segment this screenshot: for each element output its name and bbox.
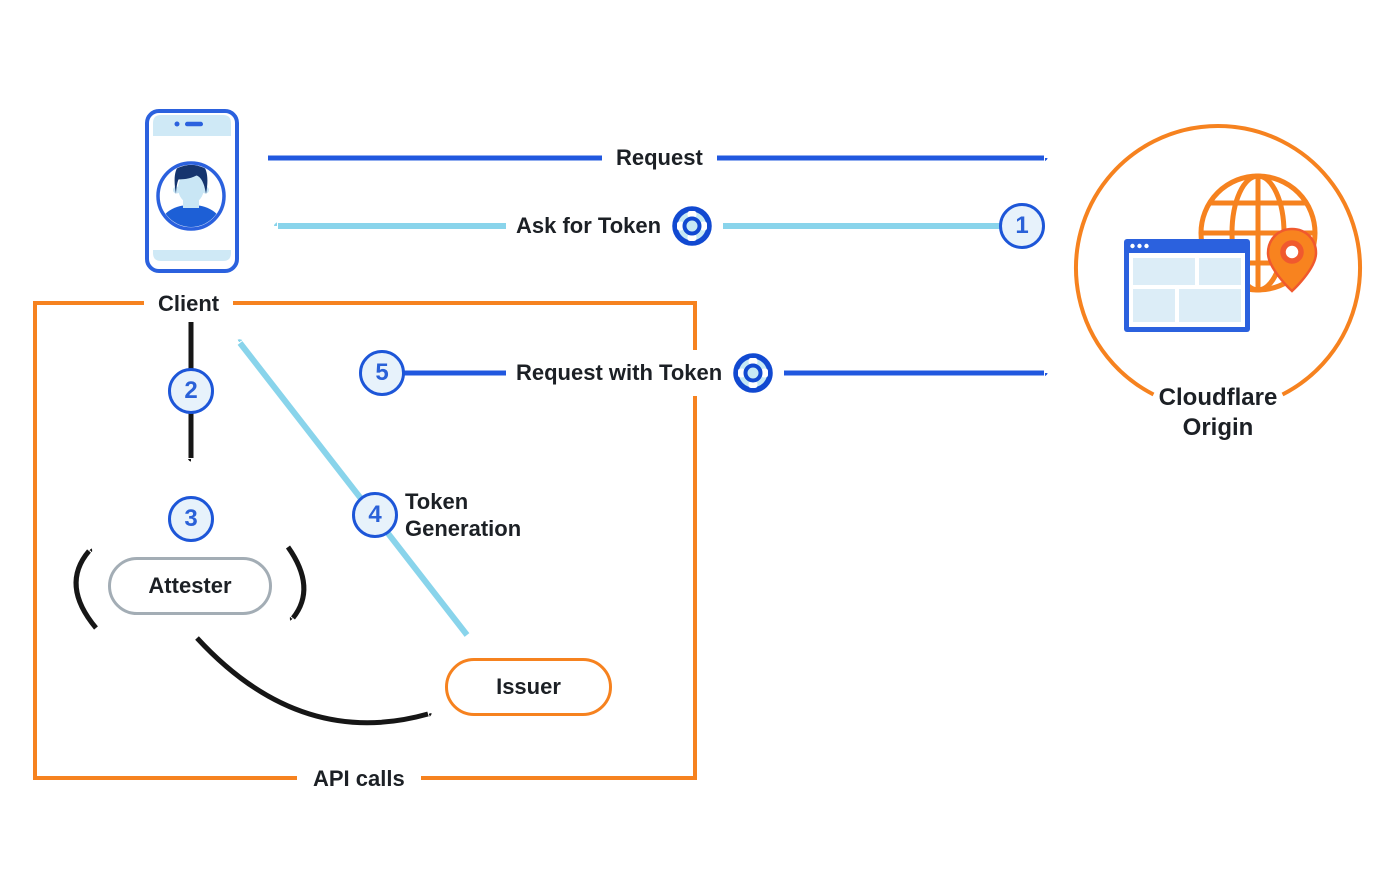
token-icon xyxy=(672,206,712,246)
location-pin-icon xyxy=(1266,227,1318,293)
step-1-number: 1 xyxy=(1015,212,1029,239)
token-generation-line2: Generation xyxy=(405,516,522,541)
client-node-label: Client xyxy=(144,288,234,320)
attester-loop-right-arrow xyxy=(285,545,307,618)
mobile-user-icon xyxy=(145,109,239,273)
ask-for-token-label-text: Ask for Token xyxy=(516,213,662,238)
step-2-number: 2 xyxy=(184,377,198,404)
step-circle-4: 4 xyxy=(352,492,398,538)
cloudflare-origin-line1: Cloudflare xyxy=(1158,384,1278,411)
api-calls-label: API calls xyxy=(297,763,421,795)
attester-node: Attester xyxy=(108,557,272,615)
api-calls-label-text: API calls xyxy=(313,766,405,791)
cloudflare-origin-line2: Origin xyxy=(1182,414,1254,441)
browser-window-icon xyxy=(1124,239,1250,332)
request-label-text: Request xyxy=(616,145,703,170)
issuer-node: Issuer xyxy=(445,658,612,716)
step-circle-3: 3 xyxy=(168,496,214,542)
token-generation-line1: Token xyxy=(405,489,469,514)
step-circle-1: 1 xyxy=(999,203,1045,249)
step-4-number: 4 xyxy=(368,501,382,528)
attester-to-issuer-arrow xyxy=(195,636,428,723)
request-with-token-arrow-label: Request with Token xyxy=(506,350,785,396)
request-with-token-label-text: Request with Token xyxy=(516,360,723,385)
issuer-label-text: Issuer xyxy=(496,674,561,699)
token-generation-arrow xyxy=(240,343,470,637)
cloudflare-origin-label: Cloudflare Origin xyxy=(1118,383,1318,443)
token-icon xyxy=(733,353,773,393)
attester-label-text: Attester xyxy=(148,573,232,598)
request-arrow-label: Request xyxy=(602,142,717,174)
token-generation-label: Token Generation xyxy=(405,488,521,542)
cloudflare-origin-circle xyxy=(1074,124,1362,397)
ask-for-token-arrow-label: Ask for Token xyxy=(506,203,724,249)
step-circle-5: 5 xyxy=(359,350,405,396)
step-5-number: 5 xyxy=(375,359,389,386)
step-3-number: 3 xyxy=(184,505,198,532)
client-label-text: Client xyxy=(158,291,220,316)
attester-loop-left-arrow xyxy=(73,551,98,630)
step-circle-2: 2 xyxy=(168,368,214,414)
